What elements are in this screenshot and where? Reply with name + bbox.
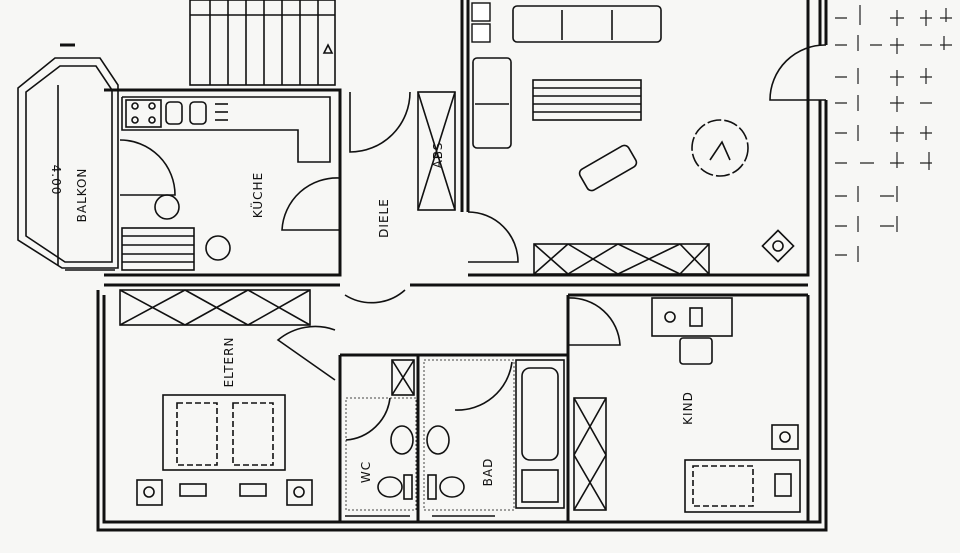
balcony <box>17 57 119 271</box>
kueche-label: KÜCHE <box>249 172 265 218</box>
diele-label: DIELE <box>377 198 391 238</box>
kind-label: KIND <box>681 391 695 425</box>
room-labels: 4.00 BALKON KÜCHE DIELE ABS ELTERN WC BA… <box>49 142 695 487</box>
living-room <box>460 0 827 277</box>
hall <box>344 91 519 304</box>
interior-walls <box>104 283 810 522</box>
exterior-planting-marks <box>835 5 952 262</box>
abs-label: ABS <box>431 142 445 169</box>
exterior-walls <box>60 0 828 532</box>
bathroom <box>423 359 565 511</box>
wc-label: WC <box>359 461 373 483</box>
kitchen <box>104 88 342 277</box>
balkon-dimension-label: 4.00 <box>49 165 63 196</box>
childs-room <box>567 297 801 513</box>
staircase <box>189 0 336 86</box>
balkon-label: BALKON <box>75 168 89 223</box>
bad-label: BAD <box>481 458 495 487</box>
wc <box>345 359 417 511</box>
eltern-label: ELTERN <box>222 337 236 388</box>
parents-bedroom <box>119 289 336 506</box>
